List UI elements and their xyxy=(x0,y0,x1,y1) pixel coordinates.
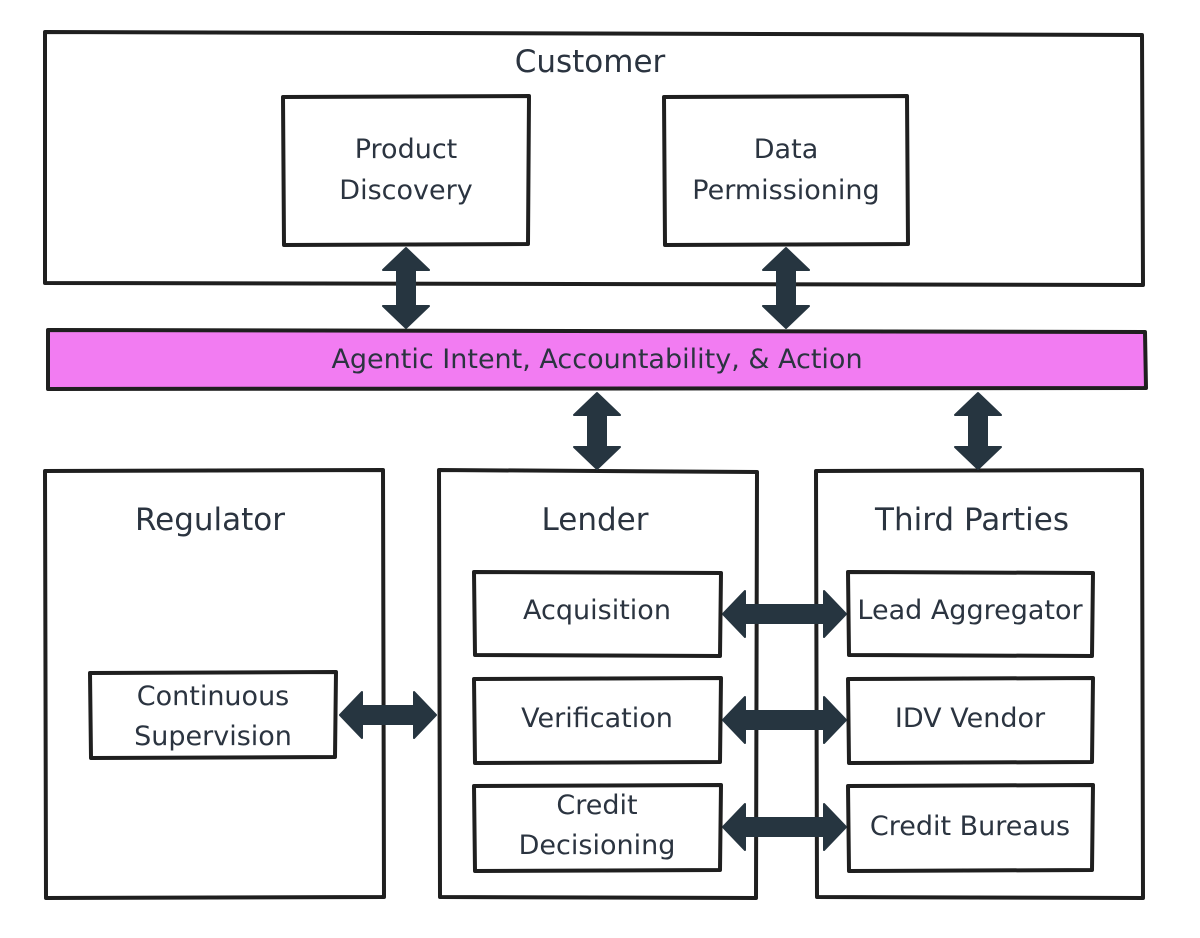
regulator-title: Regulator xyxy=(134,502,286,538)
lead-aggregator-box xyxy=(846,570,1095,658)
credit-decisioning-box xyxy=(472,783,723,873)
continuous-supervision-line2: Supervision xyxy=(134,721,292,752)
credit-decisioning-line2: Decisioning xyxy=(518,830,676,861)
data-permissioning-box xyxy=(662,94,910,247)
acquisition-label: Acquisition xyxy=(523,595,671,626)
data-permissioning-line1: Data xyxy=(753,134,819,165)
product-discovery-line2: Discovery xyxy=(339,175,473,206)
arrow-acquisition-lead-aggregator xyxy=(722,590,847,638)
continuous-supervision-line1: Continuous xyxy=(136,681,290,712)
agentic-band-label: Agentic Intent, Accountability, & Action xyxy=(331,344,863,375)
arrow-band-third-parties xyxy=(954,392,1002,470)
idv-vendor-label: IDV Vendor xyxy=(894,703,1046,734)
product-discovery-box xyxy=(281,94,531,247)
credit-bureaus-label: Credit Bureaus xyxy=(869,811,1071,842)
lead-aggregator-label: Lead Aggregator xyxy=(857,595,1083,626)
arrow-verification-idv-vendor xyxy=(722,696,847,744)
continuous-supervision-box xyxy=(88,670,338,760)
agentic-band xyxy=(46,328,1148,391)
credit-bureaus-box xyxy=(846,783,1095,873)
arrow-credit-decisioning-bureaus xyxy=(722,803,847,851)
lender-title: Lender xyxy=(541,502,649,538)
credit-decisioning-line1: Credit xyxy=(556,790,638,821)
arrow-product-discovery-band xyxy=(382,247,430,329)
third-parties-title: Third Parties xyxy=(875,502,1069,538)
verification-box xyxy=(472,676,723,765)
arrow-supervision-lender xyxy=(339,691,437,739)
customer-title: Customer xyxy=(514,44,666,80)
verification-label: Verification xyxy=(521,703,673,734)
arrow-data-permissioning-band xyxy=(762,247,810,329)
arrow-band-lender xyxy=(573,392,621,470)
idv-vendor-box xyxy=(846,676,1095,765)
acquisition-box xyxy=(472,570,723,658)
product-discovery-line1: Product xyxy=(354,134,458,165)
data-permissioning-line2: Permissioning xyxy=(692,175,880,206)
